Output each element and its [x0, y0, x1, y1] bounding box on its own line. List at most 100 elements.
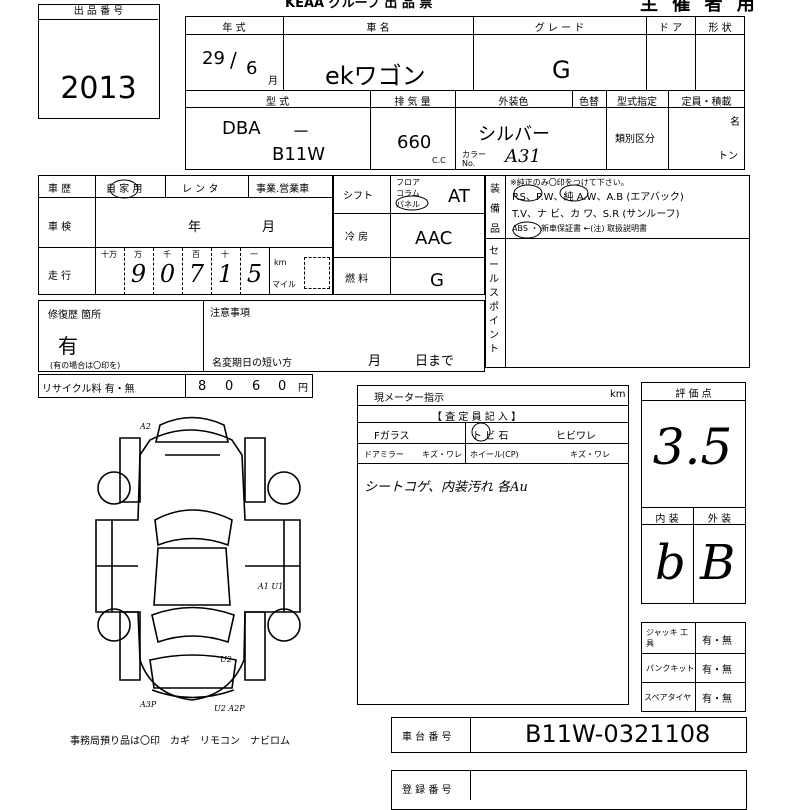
- mark-front: A2: [140, 422, 151, 431]
- mark-rear-right: U2 A2P: [214, 704, 245, 713]
- puncture-label: パンクキット: [646, 664, 695, 673]
- inspection-month: 月: [262, 220, 276, 235]
- color-change-label: 色替: [579, 97, 599, 108]
- fuel-label: 燃 料: [345, 274, 369, 285]
- exterior-color-label: 外装色: [498, 97, 529, 108]
- mileage-grid: 十万 万 千 百 十 一 9 0 7 1 5: [95, 248, 270, 295]
- vehicle-info-table: [185, 16, 745, 170]
- sales-point-label: セールスポイント: [489, 246, 499, 355]
- ac-label: 冷 房: [345, 232, 369, 243]
- shape-label: 形 状: [708, 23, 732, 34]
- shift-column[interactable]: コラム: [396, 189, 420, 198]
- inspector-table: [357, 385, 629, 705]
- repair-value: 有: [58, 334, 78, 358]
- shift-label: シフト: [343, 191, 373, 202]
- spare-value[interactable]: 有・無: [702, 694, 732, 705]
- exterior-color-value: シルバー: [478, 124, 550, 145]
- shift-floor[interactable]: フロア: [396, 178, 420, 187]
- mileage-digit: 5: [246, 260, 263, 288]
- interior-score: b: [655, 535, 686, 591]
- recycle-digit: 0: [225, 379, 234, 394]
- inspection-year: 年: [188, 220, 202, 235]
- tools-table: [641, 622, 746, 712]
- wheel-status[interactable]: キズ・ワレ: [570, 450, 610, 459]
- history-rental[interactable]: レ ン タ: [182, 184, 219, 195]
- exterior-label: 外 装: [707, 514, 732, 525]
- history-table: [38, 175, 333, 295]
- model-prefix: DBA: [222, 118, 261, 139]
- km-unit: km: [274, 258, 287, 267]
- name-change-day: 日まで: [415, 354, 455, 369]
- wheel-label: ホイール(CP): [470, 450, 519, 459]
- model-dash: －: [292, 122, 310, 143]
- registration-label: 登 録 番 号: [402, 785, 452, 796]
- car-name-value: ekワゴン: [325, 62, 426, 90]
- notes-label: 注意事項: [210, 308, 250, 319]
- name-change-month: 月: [368, 354, 382, 369]
- recycle-digit: 0: [278, 379, 287, 394]
- grade-value: G: [552, 56, 571, 84]
- recycle-digit: 8: [198, 379, 207, 394]
- puncture-value[interactable]: 有・無: [702, 665, 732, 676]
- score-label: 評 価 点: [675, 389, 712, 400]
- shift-value: AT: [448, 186, 470, 207]
- capacity-person-unit: 名: [730, 117, 740, 128]
- meter-unit: km: [610, 389, 626, 400]
- equipment-line-1: P.S、P.W、純 A.W、A.B (エアバック): [512, 192, 684, 203]
- meter-label: 現メーター指示: [374, 393, 444, 404]
- ac-value: AAC: [415, 228, 453, 249]
- color-no-label: カラー No.: [462, 150, 486, 168]
- lot-number-box: 出 品 番 号 2013: [38, 4, 160, 119]
- displacement-label: 排 気 量: [394, 97, 431, 108]
- door-label: ド ア: [658, 23, 683, 34]
- mileage-digit: 0: [159, 260, 176, 288]
- year-value: 29: [202, 48, 225, 69]
- history-private[interactable]: 自 家 用: [106, 184, 143, 195]
- name-change-label: 名変期日の短い方: [212, 358, 292, 369]
- cc-unit: C.C: [432, 156, 446, 165]
- exterior-score: B: [700, 535, 736, 591]
- jack-label: ジャッキ 工 具: [646, 628, 689, 648]
- fuel-value: G: [430, 270, 444, 291]
- mark-rear-left: A3P: [140, 700, 157, 709]
- mirror-status[interactable]: キズ・ワレ: [422, 450, 462, 459]
- classification-label: 類別区分: [615, 134, 655, 145]
- grade-label: グ レ ー ド: [534, 23, 585, 34]
- jack-value[interactable]: 有・無: [702, 636, 732, 647]
- mileage-label: 走 行: [48, 271, 72, 282]
- score-value: 3.5: [652, 418, 733, 476]
- f-glass-label: Fガラス: [374, 431, 410, 442]
- mile-checkbox[interactable]: [304, 257, 330, 289]
- recycle-row: [38, 374, 313, 398]
- chassis-label: 車 台 番 号: [402, 732, 452, 743]
- organizer-copy-label: 主 催 者 用: [640, 0, 759, 15]
- mileage-digit: 7: [188, 260, 205, 288]
- equipment-line-2: T.V、ナ ビ、カ ワ、S.R (サンルーフ): [512, 209, 680, 220]
- type-designation-label: 型式指定: [617, 97, 657, 108]
- repair-note: (有の場合は〇印を): [50, 361, 121, 370]
- recycle-digit: 6: [252, 379, 261, 394]
- f-glass-chip[interactable]: ト ビ 石: [472, 431, 509, 442]
- shift-panel[interactable]: パネル: [396, 200, 420, 209]
- inspector-label: 【 査 定 員 記 入 】: [432, 412, 522, 423]
- model-code: B11W: [272, 144, 326, 165]
- month-unit: 月: [268, 76, 278, 87]
- capacity-ton-unit: トン: [718, 151, 738, 162]
- interior-label: 内 装: [655, 514, 679, 525]
- equipment-line-3: ABS ・ 新車保証書 ←(注) 取扱説明書: [512, 224, 648, 233]
- sheet-title: KEAA グループ 出 品 票: [285, 0, 433, 11]
- equipment-label: 装備品: [490, 184, 500, 235]
- spec-table: [333, 175, 485, 295]
- spare-label: スペアタイヤ: [644, 693, 692, 702]
- equipment-table: [485, 175, 750, 368]
- f-glass-crack[interactable]: ヒビワレ: [556, 431, 596, 442]
- recycle-label: リサイクル料 有・無: [42, 384, 135, 395]
- year-label: 年 式: [222, 23, 246, 34]
- mileage-digit: 1: [217, 260, 234, 288]
- equipment-note: ※純正のみ〇印をつけて下さい。: [510, 178, 629, 187]
- mile-unit: マイル: [272, 280, 296, 289]
- mark-rear-upper: U2: [220, 655, 232, 664]
- capacity-label: 定員・積載: [681, 97, 732, 108]
- history-business[interactable]: 事業.営業車: [256, 184, 310, 195]
